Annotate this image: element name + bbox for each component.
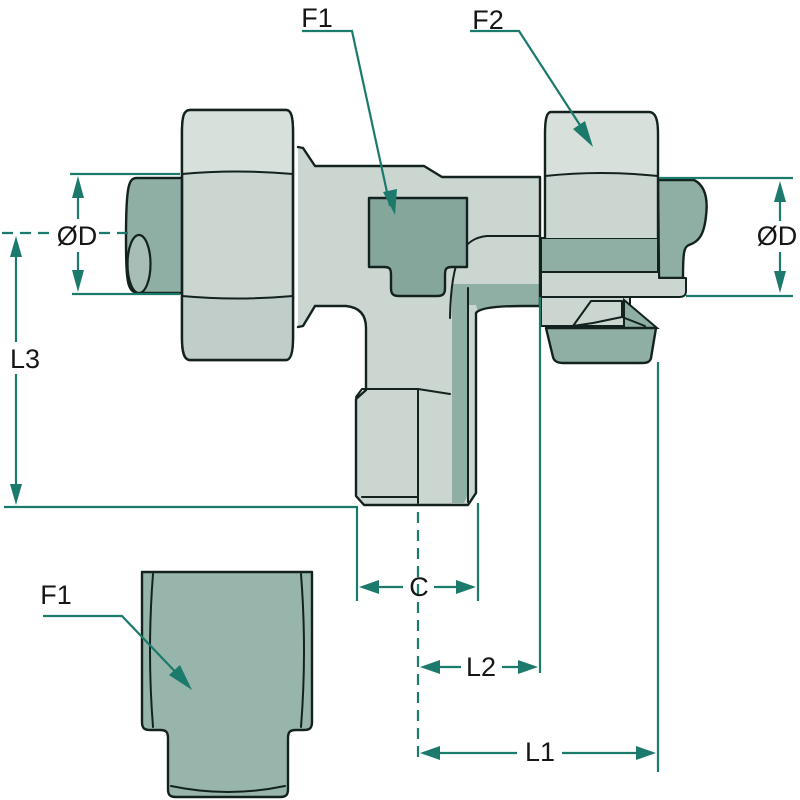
arrowhead-icon xyxy=(383,189,397,215)
left-nut xyxy=(180,108,295,362)
dimension-c xyxy=(355,503,480,601)
cutting-ring-tab xyxy=(572,300,623,327)
label-od-right: ØD xyxy=(757,221,798,251)
leader-line xyxy=(470,29,590,140)
dimension-l2 xyxy=(420,297,542,674)
branch-shade-band xyxy=(452,286,468,503)
port-insert-f1 xyxy=(367,196,469,298)
arrow-right-icon xyxy=(456,580,476,594)
left-nut-facet-edge-top xyxy=(181,170,294,175)
arrow-left-icon xyxy=(359,580,379,594)
right-nut-facet-edge xyxy=(544,172,659,177)
arrow-right-icon xyxy=(518,660,538,674)
arrow-down-icon xyxy=(774,271,786,293)
label-f2: F2 xyxy=(472,5,504,35)
right-section xyxy=(540,110,708,365)
label-f1-top: F1 xyxy=(301,3,333,33)
arrow-down-icon xyxy=(10,484,22,505)
stud-shoulder-line xyxy=(355,388,451,398)
cutting-ring-tab-line xyxy=(621,316,646,327)
arrowhead-icon xyxy=(573,121,593,147)
section-ring-strip xyxy=(540,271,687,298)
arrow-up-icon xyxy=(72,176,84,198)
right-nut-bottom-facet xyxy=(544,326,658,365)
label-l1: L1 xyxy=(525,737,555,767)
leader-f1-top xyxy=(302,29,397,215)
leader-line xyxy=(302,29,392,207)
arrow-down-icon xyxy=(72,270,84,292)
left-nut-bottom-facet xyxy=(182,296,293,360)
detail-view-f1 xyxy=(140,570,314,799)
leader-f1-detail xyxy=(43,614,192,690)
body-outline xyxy=(296,145,542,507)
label-l3: L3 xyxy=(10,344,40,374)
label-f1-detail: F1 xyxy=(40,580,72,610)
left-pipe-open-end xyxy=(126,233,152,295)
leader-line xyxy=(43,614,187,684)
detail-facet-left xyxy=(149,573,154,728)
arrow-right-icon xyxy=(636,746,656,760)
fitting-body xyxy=(296,145,542,507)
dimension-l1 xyxy=(420,362,660,772)
right-nut-top-facet xyxy=(545,112,658,176)
right-pipe-end xyxy=(656,178,708,280)
dimension-od-right xyxy=(659,176,793,298)
section-pipe-band xyxy=(540,237,659,273)
label-l2: L2 xyxy=(466,652,496,682)
left-pipe xyxy=(124,176,192,295)
arrow-left-icon xyxy=(420,660,440,674)
detail-facet-right xyxy=(300,573,305,728)
right-nut-outline xyxy=(543,110,660,240)
dimension-l3 xyxy=(4,236,357,509)
detail-bottom-chamfer xyxy=(170,785,286,793)
arrowhead-icon xyxy=(169,665,192,690)
left-nut-outline xyxy=(180,108,295,362)
left-nut-top-facet xyxy=(182,110,293,174)
leader-f2 xyxy=(470,29,593,147)
detail-part-body xyxy=(140,570,314,799)
dimension-od-left xyxy=(2,172,180,296)
left-nut-facet-edge-bottom xyxy=(181,295,294,300)
arrow-up-icon xyxy=(774,181,786,202)
label-c: C xyxy=(409,572,429,602)
arrow-left-icon xyxy=(420,746,440,760)
arrow-up-icon xyxy=(10,236,22,257)
label-od-left: ØD xyxy=(57,221,98,251)
